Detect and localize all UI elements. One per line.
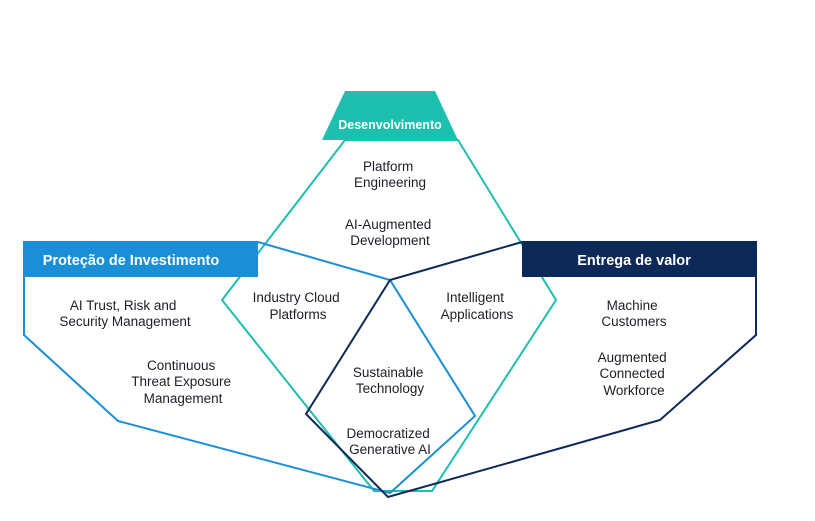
value-header <box>522 242 756 277</box>
investment-item-threat-exposure: Continuous Threat Exposure Management <box>131 358 235 406</box>
development-header <box>322 91 458 140</box>
investment-item-ai-trust: AI Trust, Risk and Security Management <box>59 298 191 329</box>
investment-header <box>24 242 258 277</box>
value-item-augmented-workforce: Augmented Connected Workforce <box>598 350 671 398</box>
dev-item-platform-engineering: Platform Engineering <box>354 159 426 190</box>
center-democratized-generative-ai: Democratized Generative AI <box>346 426 433 457</box>
value-item-machine-customers: Machine Customers <box>601 298 667 329</box>
overlap-industry-cloud-platforms: Industry Cloud Platforms <box>253 290 344 322</box>
investment-title: Proteção de Investimento <box>43 253 220 269</box>
overlap-intelligent-applications: Intelligent Applications <box>441 290 514 322</box>
value-title: Entrega de valor <box>577 253 691 269</box>
dev-item-ai-augmented-development: AI-Augmented Development <box>345 217 435 248</box>
investment-outline <box>23 241 477 495</box>
development-title: Desenvolvimento <box>338 118 442 132</box>
center-sustainable-technology: Sustainable Technology <box>353 365 427 396</box>
